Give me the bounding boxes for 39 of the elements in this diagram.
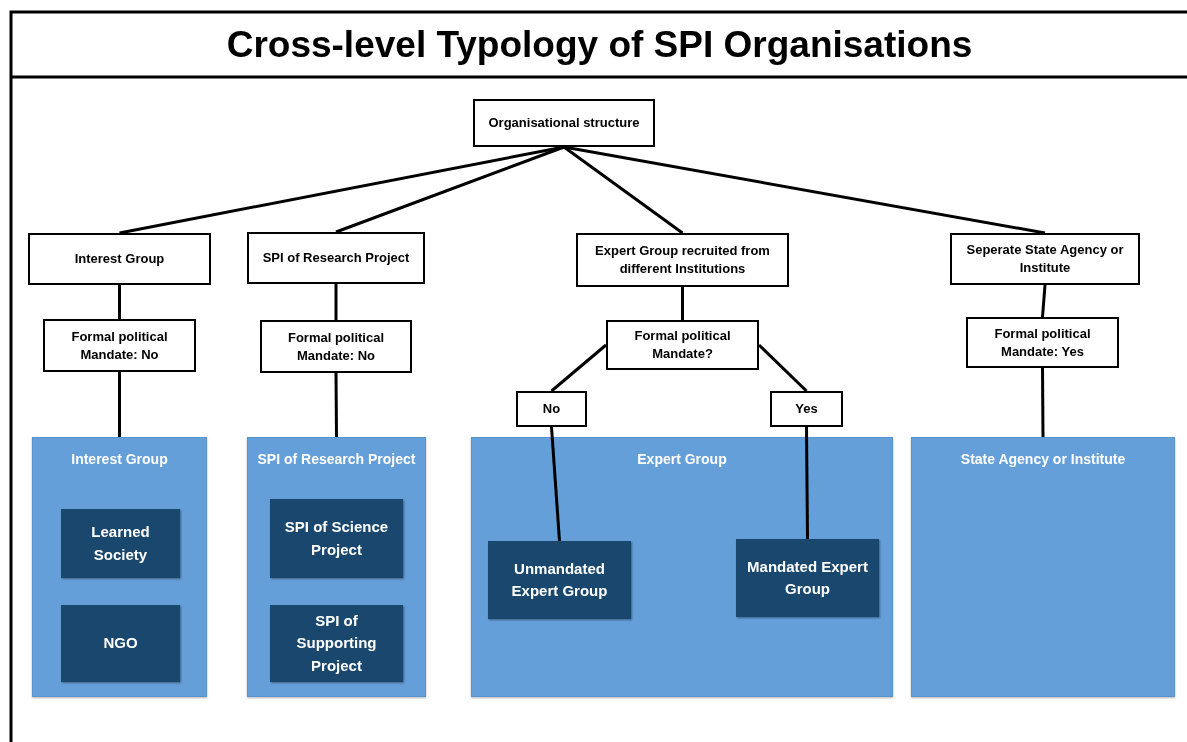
type-box: NGO [61, 605, 180, 682]
label-box: Interest Group [28, 233, 211, 285]
connector-line [1041, 368, 1045, 437]
category-panel [911, 437, 1175, 697]
label-box: Formal political Mandate? [606, 320, 759, 370]
connector-line [550, 426, 561, 542]
connector-line [1041, 284, 1047, 318]
label-box: No [516, 391, 587, 427]
label-box: Organisational structure [473, 99, 655, 147]
connector-line [563, 145, 1046, 235]
label-box: Formal political Mandate: No [260, 320, 412, 373]
label-box: Yes [770, 391, 843, 427]
type-box: SPI of Supporting Project [270, 605, 403, 682]
connector-line [334, 373, 338, 437]
type-box: Mandated Expert Group [736, 539, 879, 617]
connector-line [550, 343, 607, 393]
connector-line [805, 427, 809, 539]
category-panel [247, 437, 426, 697]
type-box: Unmandated Expert Group [488, 541, 631, 619]
label-box: Seperate State Agency or Institute [950, 233, 1140, 285]
connector-line [681, 287, 684, 320]
connector-line [118, 285, 121, 319]
connector-line [335, 145, 565, 234]
panel-title: Expert Group [636, 450, 728, 469]
label-box: Expert Group recruited from different Institutions [576, 233, 789, 287]
connector-line [118, 372, 121, 437]
panel-title: State Agency or Institute [959, 450, 1127, 469]
label-box: SPI of Research Project [247, 232, 425, 284]
category-panel [471, 437, 893, 697]
label-box: Formal political Mandate: Yes [966, 317, 1119, 368]
label-box: Formal political Mandate: No [43, 319, 196, 372]
type-box: SPI of Science Project [270, 499, 403, 578]
type-box: Learned Society [61, 509, 180, 578]
panel-title: SPI of Research Project [256, 450, 417, 469]
panel-title: Interest Group [70, 450, 169, 469]
connector-line [334, 284, 338, 320]
connector-line [757, 343, 808, 393]
category-panel [32, 437, 207, 697]
title: Cross-level Typology of SPI Organisations [225, 23, 974, 67]
